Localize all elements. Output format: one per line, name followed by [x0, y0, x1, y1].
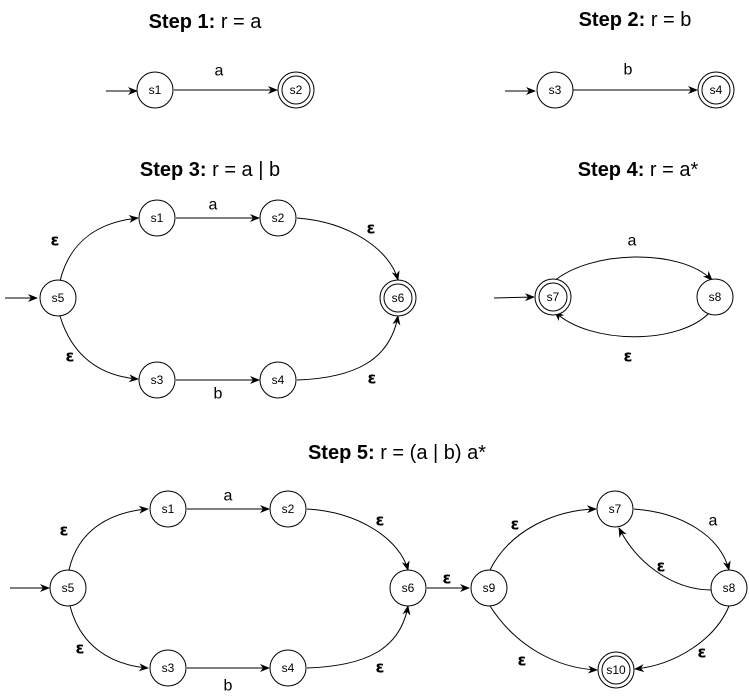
state-s1: s1	[149, 490, 187, 528]
epsilon-label: ε	[367, 219, 376, 238]
state-label: s4	[282, 661, 295, 675]
step4-title: Step 4: r = a*	[578, 159, 699, 181]
state-s2: s2	[269, 490, 307, 528]
epsilon-label: ε	[368, 369, 377, 388]
transition-arrow	[306, 508, 410, 571]
state-s4-accepting: s4	[697, 71, 735, 109]
state-s7-accepting: s7	[534, 278, 572, 316]
state-s1: s1	[136, 71, 174, 109]
transition-arrow	[68, 505, 149, 571]
state-label: s3	[549, 83, 562, 97]
state-label: s7	[547, 290, 560, 304]
state-s3: s3	[138, 361, 176, 399]
epsilon-label: ε	[376, 511, 385, 530]
epsilon-label: ε	[624, 347, 633, 366]
state-label: s9	[483, 581, 496, 595]
transition-arrow	[554, 311, 711, 338]
transition-label: a	[224, 488, 233, 505]
step1-diagram: a s1 s2	[106, 63, 315, 109]
transition-arrow	[296, 315, 401, 381]
transition-arrow	[634, 605, 730, 673]
step5-diagram: ε a ε ε b ε ε ε a ε ε ε s5	[10, 488, 748, 695]
step3-title: Step 3: r = a | b	[140, 159, 280, 181]
state-s3: s3	[536, 71, 574, 109]
state-label: s1	[149, 83, 162, 97]
transition-arrow	[633, 508, 731, 571]
transition-label: a	[628, 233, 637, 250]
epsilon-label: ε	[66, 347, 75, 366]
step5-title: Step 5: r = (a | b) a*	[308, 442, 486, 464]
step3-diagram: ε a ε ε b ε s5 s1 s2 s3	[5, 197, 417, 403]
state-s6-accepting: s6	[379, 279, 417, 317]
state-s1: s1	[138, 199, 176, 237]
state-s9: s9	[470, 569, 508, 607]
state-s8: s8	[710, 569, 748, 607]
state-label: s5	[52, 291, 65, 305]
state-label: s3	[151, 373, 164, 387]
state-s7: s7	[596, 490, 634, 528]
epsilon-label: ε	[511, 515, 520, 534]
state-label: s8	[723, 581, 736, 595]
transition-label: a	[209, 197, 218, 214]
transition-arrow	[552, 256, 713, 283]
transition-arrow	[489, 505, 597, 571]
state-s4: s4	[269, 649, 307, 687]
transition-arrow	[618, 527, 713, 591]
state-s2-accepting: s2	[277, 71, 315, 109]
state-label: s5	[62, 581, 75, 595]
transition-label: a	[215, 63, 224, 80]
step1-title: Step 1: r = a	[149, 11, 263, 33]
state-s5: s5	[39, 279, 77, 317]
state-s4: s4	[259, 361, 297, 399]
transition-label: a	[709, 513, 718, 530]
epsilon-label: ε	[376, 658, 385, 677]
state-s6: s6	[389, 569, 427, 607]
epsilon-label: ε	[518, 651, 527, 670]
state-label: s1	[151, 211, 164, 225]
step4-diagram: a ε s7 s8	[493, 233, 734, 366]
transition-label: b	[214, 386, 223, 403]
state-label: s6	[402, 581, 415, 595]
transition-arrow	[489, 605, 598, 674]
transition-arrow	[59, 214, 139, 282]
transition-label: b	[624, 62, 633, 79]
state-label: s4	[272, 373, 285, 387]
state-label: s8	[709, 290, 722, 304]
state-s8: s8	[696, 278, 734, 316]
state-label: s3	[162, 661, 175, 675]
transition-arrow	[306, 605, 411, 669]
state-s2: s2	[259, 199, 297, 237]
epsilon-label: ε	[443, 569, 452, 588]
epsilon-label: ε	[51, 231, 60, 250]
epsilon-label: ε	[76, 639, 85, 658]
state-label: s2	[282, 502, 295, 516]
state-label: s1	[162, 502, 175, 516]
epsilon-label: ε	[698, 643, 707, 662]
start-arrow	[493, 293, 535, 302]
state-label: s2	[272, 211, 285, 225]
state-label: s7	[609, 502, 622, 516]
transition-arrow	[296, 217, 400, 281]
transition-arrow	[59, 315, 139, 383]
transition-label: b	[224, 678, 233, 695]
epsilon-label: ε	[60, 521, 69, 540]
state-label: s4	[710, 83, 723, 97]
epsilon-label: ε	[657, 557, 666, 576]
transition-arrow	[69, 605, 149, 672]
state-label: s10	[606, 663, 626, 677]
step2-title: Step 2: r = b	[579, 9, 692, 31]
state-label: s2	[290, 83, 303, 97]
state-s10-accepting: s10	[597, 651, 635, 689]
step2-diagram: b s3 s4	[505, 62, 735, 109]
state-s5: s5	[49, 569, 87, 607]
state-label: s6	[392, 291, 405, 305]
state-s3: s3	[149, 649, 187, 687]
